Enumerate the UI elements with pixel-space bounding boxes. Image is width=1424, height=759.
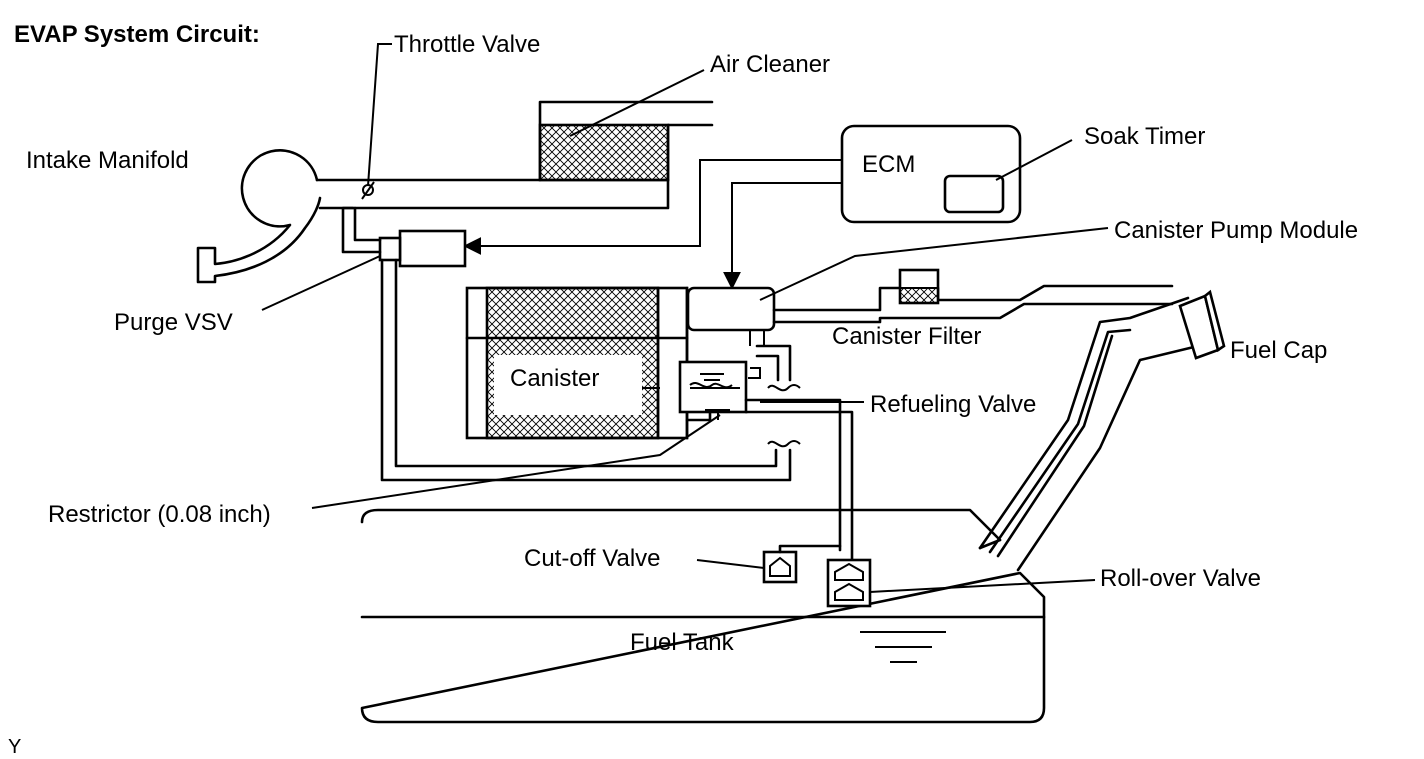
label-rollover-valve: Roll-over Valve xyxy=(1100,565,1261,592)
soak-timer-box xyxy=(943,174,1005,214)
label-soak-timer: Soak Timer xyxy=(1084,123,1205,150)
ecm-signal-lines xyxy=(463,159,842,290)
fuel-level-mark xyxy=(860,631,946,663)
ecm-box xyxy=(840,124,1022,224)
filler-pipe xyxy=(978,289,1226,572)
label-restrictor: Restrictor (0.08 inch) xyxy=(48,501,271,528)
label-air-cleaner: Air Cleaner xyxy=(710,51,830,78)
label-purge-vsv: Purge VSV xyxy=(114,309,233,336)
leader-lines xyxy=(261,43,1109,593)
label-fuel-cap: Fuel Cap xyxy=(1230,337,1327,364)
fuel-tank xyxy=(360,508,1046,724)
label-fuel-tank: Fuel Tank xyxy=(630,629,735,656)
label-intake-manifold: Intake Manifold xyxy=(26,147,189,174)
rollover-valve xyxy=(826,558,872,608)
air-cleaner xyxy=(538,100,714,182)
canister xyxy=(465,286,689,440)
label-canister-filter: Canister Filter xyxy=(832,323,981,350)
cutoff-valve xyxy=(762,544,842,584)
footer-mark: Y xyxy=(8,736,21,758)
label-canister: Canister xyxy=(510,365,599,392)
fuel-cap xyxy=(1178,289,1226,360)
diagram-title: EVAP System Circuit: xyxy=(14,21,260,48)
label-canister-pump-module: Canister Pump Module xyxy=(1114,217,1358,244)
label-ecm: ECM xyxy=(862,151,915,178)
purge-vsv xyxy=(378,229,467,268)
label-throttle-valve: Throttle Valve xyxy=(394,31,540,58)
refueling-valve xyxy=(678,360,854,562)
label-refueling-valve: Refueling Valve xyxy=(870,391,1036,418)
canister-pump-module xyxy=(686,268,1174,392)
label-cutoff-valve: Cut-off Valve xyxy=(524,545,661,572)
